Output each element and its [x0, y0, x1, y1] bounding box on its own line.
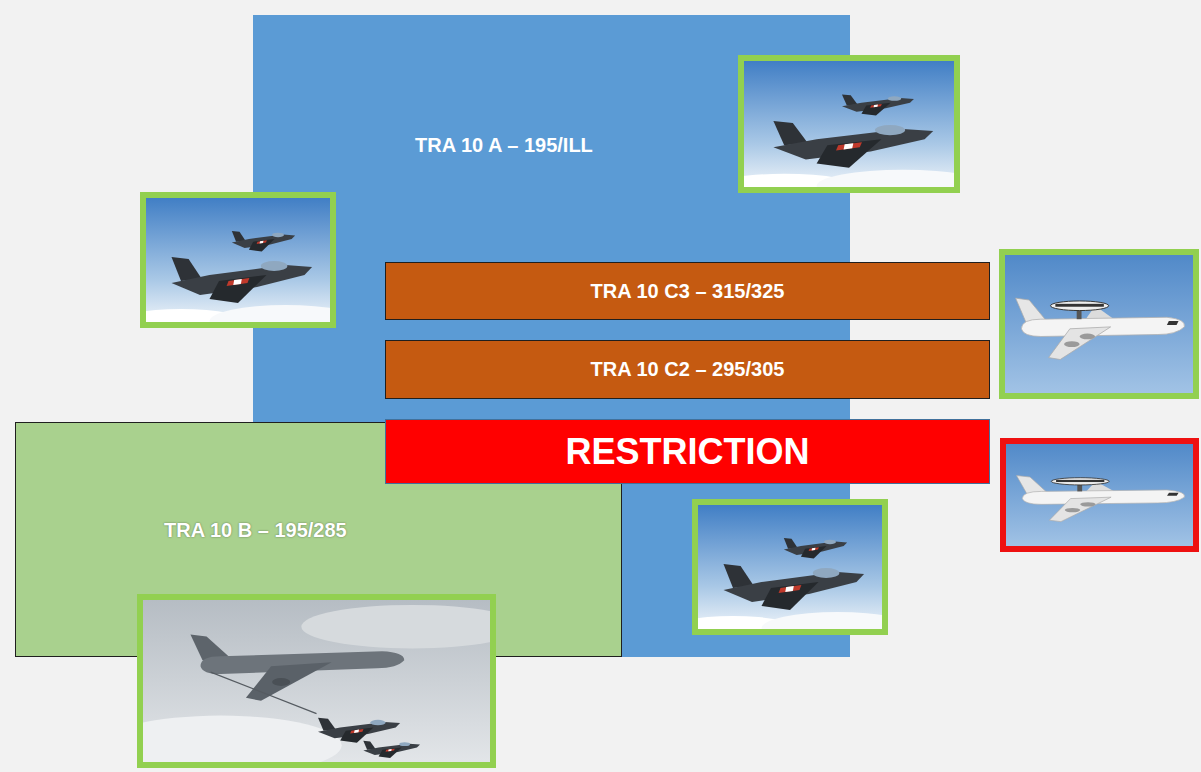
- airspace-band: TRA 10 C3 – 315/325: [385, 262, 990, 320]
- photo-awacs: [1003, 441, 1196, 549]
- tanker-photo: [100, 597, 524, 772]
- photo-tanker: [100, 597, 524, 772]
- photo-frame: [143, 195, 333, 325]
- zone-label: RESTRICTION: [565, 431, 809, 472]
- awacs-photo: [1003, 441, 1196, 549]
- photo-frame: [1002, 252, 1196, 396]
- jet-photo: [115, 195, 362, 337]
- zone-label: TRA 10 A – 195/ILL: [415, 134, 593, 157]
- photo-frame: [140, 597, 493, 765]
- airspace-band: TRA 10 C2 – 295/305: [385, 340, 990, 399]
- restriction-band: RESTRICTION: [385, 419, 990, 484]
- zone-label: TRA 10 B – 195/285: [164, 519, 347, 542]
- awacs-photo: [1002, 252, 1196, 396]
- photo-jets: [115, 195, 362, 337]
- photo-frame: [695, 502, 885, 632]
- photo-jets: [709, 58, 990, 202]
- photo-jets: [667, 502, 914, 644]
- jet-photo: [667, 502, 914, 644]
- photo-awacs: [1002, 252, 1196, 396]
- zone-label: TRA 10 C3 – 315/325: [591, 280, 785, 303]
- photo-frame: [741, 58, 957, 190]
- jet-photo: [709, 58, 990, 202]
- zone-label: TRA 10 C2 – 295/305: [591, 358, 785, 381]
- photo-frame-restricted: [1003, 441, 1196, 549]
